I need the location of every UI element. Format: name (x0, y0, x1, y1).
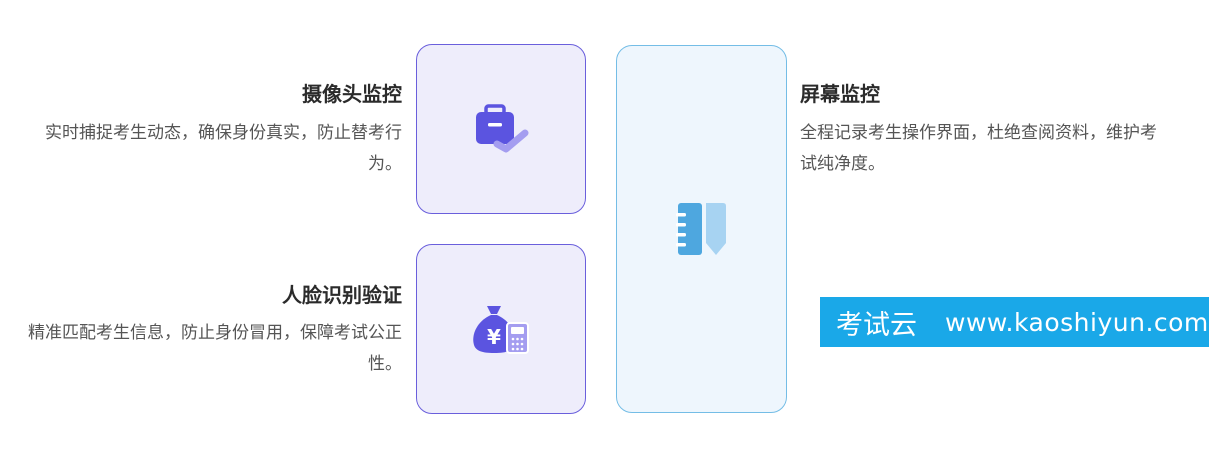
money-bag-calculator-icon: ¥ (473, 306, 529, 354)
face-recognition-card: ¥ (416, 244, 586, 414)
face-recognition-description: 精准匹配考生信息，防止身份冒用，保障考试公正性。 (28, 323, 402, 374)
screen-monitoring-title: 屏幕监控 (800, 82, 880, 106)
watermark-brand: 考试云 (836, 309, 917, 341)
face-recognition-title: 人脸识别验证 (282, 283, 402, 307)
briefcase-check-icon (476, 104, 529, 153)
camera-monitoring-card (416, 44, 586, 214)
camera-monitoring-title: 摄像头监控 (302, 82, 402, 106)
watermark-url: www.kaoshiyun.com (945, 307, 1209, 337)
camera-monitoring-description: 实时捕捉考生动态，确保身份真实，防止替考行为。 (45, 123, 402, 174)
screen-monitoring-description: 全程记录考生操作界面，杜绝查阅资料，维护考试纯净度。 (800, 123, 1157, 174)
watermark-banner: 考试云 www.kaoshiyun.com (820, 297, 1209, 347)
screen-monitoring-card (616, 45, 787, 413)
svg-text:¥: ¥ (487, 325, 501, 349)
notebook-bookmark-icon (675, 203, 726, 255)
